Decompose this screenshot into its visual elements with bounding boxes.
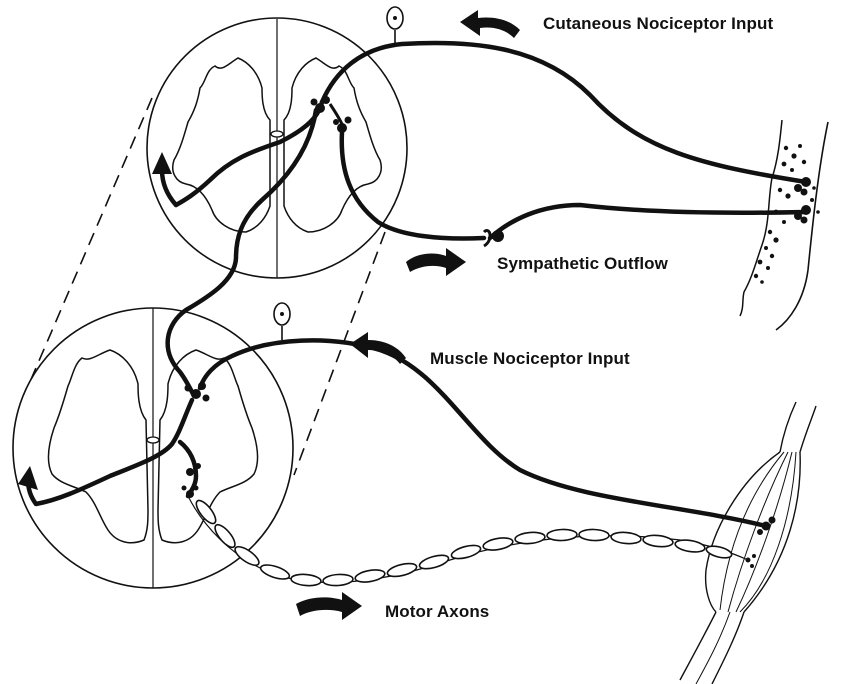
lower-central-canal — [147, 437, 159, 443]
skin-nerve-endings — [794, 177, 811, 224]
muscle-tendon-line — [696, 612, 730, 684]
cutaneous-input-arrow-icon — [460, 10, 520, 38]
motor-output-arrow-icon — [296, 592, 362, 620]
upper-spinal-cord-section — [147, 18, 407, 278]
muscle-tendon-top-left — [780, 402, 796, 452]
sympathetic-outflow-arrow-icon — [406, 248, 466, 276]
muscle-nociceptor-label: Muscle Nociceptor Input — [430, 349, 630, 369]
muscle-fiber-3 — [736, 452, 792, 612]
muscle-cell-nucleus — [280, 312, 284, 316]
sympathetic-ganglion-node — [492, 230, 504, 242]
skin-tissue — [740, 120, 828, 330]
cutaneous-axon-lower — [490, 205, 806, 238]
muscle-tendon-top-right — [800, 406, 816, 452]
skin-outer-boundary — [776, 122, 828, 330]
cutaneous-nociceptor-label: Cutaneous Nociceptor Input — [543, 14, 773, 34]
muscle-tendon-bottom-right — [712, 612, 744, 684]
cutaneous-cell-nucleus — [393, 16, 397, 20]
muscle-fiber-1 — [720, 452, 784, 610]
upper-central-canal — [271, 131, 283, 137]
motor-axons-label: Motor Axons — [385, 602, 489, 622]
skin-inner-boundary — [740, 120, 782, 316]
sympathetic-outflow-label: Sympathetic Outflow — [497, 254, 668, 274]
muscle-tendon-bottom-left — [680, 612, 716, 680]
muscle-input-arrow-icon — [350, 332, 406, 364]
